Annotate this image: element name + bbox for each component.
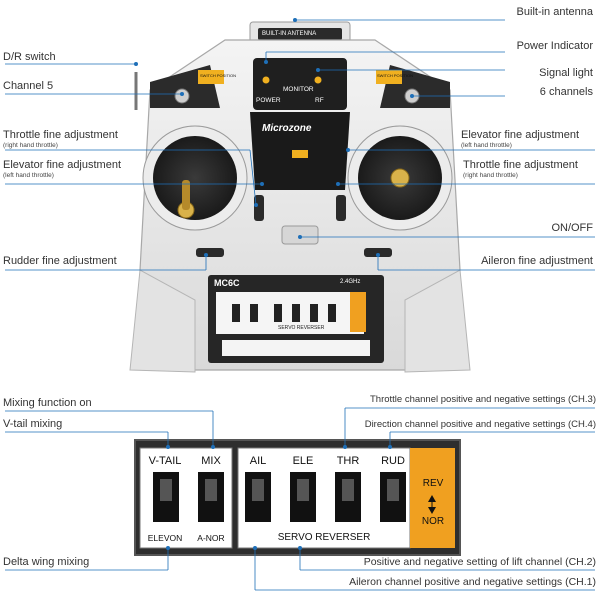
switch-position-left: SWITCH POSITION xyxy=(200,73,236,78)
band-label: 2.4GHz xyxy=(340,279,361,285)
panel-label-rud: RUD xyxy=(381,455,405,467)
switch-position-right: SWITCH POSITION xyxy=(377,73,413,78)
servo-reverser-small: SERVO REVERSER xyxy=(278,325,325,331)
panel-label-ele: ELE xyxy=(292,455,314,467)
panel-label-thr: THR xyxy=(336,455,360,467)
panel-label-nor: NOR xyxy=(421,516,445,527)
panel-label-vtail: V-TAIL xyxy=(148,455,182,467)
callout-built-in-antenna: Built-in antenna xyxy=(516,6,593,18)
callout-dr-switch: D/R switch xyxy=(3,51,56,63)
callout-vtail-mixing: V-tail mixing xyxy=(3,418,63,430)
panel-label-ail: AIL xyxy=(249,455,267,467)
antenna-label: BUILT-IN ANTENNA xyxy=(262,31,317,37)
callout-lift-ch2: Positive and negative setting of lift ch… xyxy=(363,556,596,568)
panel-label-mix: MIX xyxy=(201,455,221,467)
callout-throttle-fine-left-sub: (right hand throttle) xyxy=(3,142,58,149)
callout-elevator-fine-left-sub: (left hand throttle) xyxy=(3,172,54,179)
callout-throttle-ch3: Throttle channel positive and negative s… xyxy=(369,394,596,405)
power-label: POWER xyxy=(256,97,281,104)
brand-logo: Microzone xyxy=(262,123,312,134)
callout-throttle-fine-left: Throttle fine adjustment xyxy=(3,129,118,141)
callout-elevator-fine-right: Elevator fine adjustment xyxy=(461,129,580,141)
callout-power-indicator: Power Indicator xyxy=(516,40,593,52)
callout-on-off: ON/OFF xyxy=(551,222,593,234)
callout-signal-light: Signal light xyxy=(539,67,593,79)
callout-mixing-on: Mixing function on xyxy=(3,397,92,409)
panel-label-anor: A-NOR xyxy=(197,533,225,543)
rf-label: RF xyxy=(315,97,324,104)
callout-aileron-fine: Aileron fine adjustment xyxy=(481,255,593,267)
callout-throttle-fine-right-sub: (right hand throttle) xyxy=(463,172,518,179)
monitor-label: MONITOR xyxy=(283,86,314,93)
callout-channel5: Channel 5 xyxy=(3,80,54,92)
callout-six-channels: 6 channels xyxy=(539,86,593,98)
callout-rudder-fine: Rudder fine adjustment xyxy=(3,255,117,267)
callout-aileron-ch1: Aileron channel positive and negative se… xyxy=(349,576,596,588)
panel-label-rev: REV xyxy=(422,478,444,489)
panel-label-servo-reverser: SERVO REVERSER xyxy=(277,532,371,543)
callout-elevator-fine-left: Elevator fine adjustment xyxy=(3,159,122,171)
callout-direction-ch4: Direction channel positive and negative … xyxy=(364,419,596,430)
model-label: MC6C xyxy=(214,278,240,288)
panel-label-elevon: ELEVON xyxy=(147,533,183,543)
callout-elevator-fine-right-sub: (left hand throttle) xyxy=(461,142,512,149)
callout-delta-wing: Delta wing mixing xyxy=(3,556,90,568)
callout-throttle-fine-right: Throttle fine adjustment xyxy=(463,159,578,171)
